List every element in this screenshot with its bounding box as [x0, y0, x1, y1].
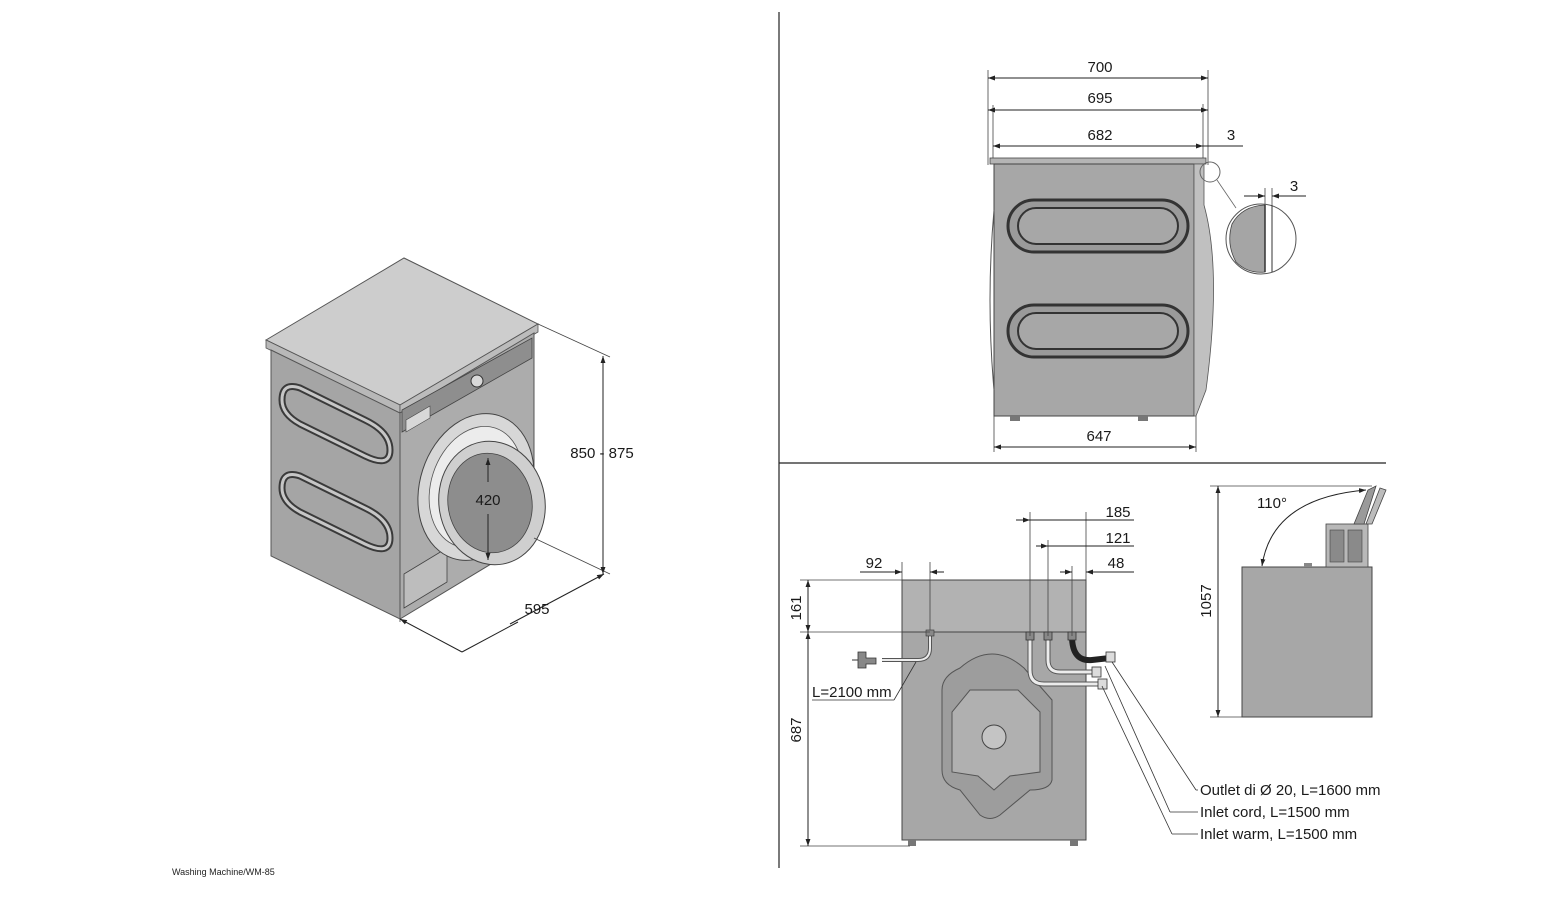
outlet-label: Outlet di Ø 20, L=1600 mm: [1200, 782, 1381, 799]
cord-length-label: L=2100 mm: [812, 684, 892, 701]
isometric-view: 420 850 - 875 595: [264, 257, 634, 653]
dim-682: 682: [1087, 127, 1112, 144]
dim-695: 695: [1087, 90, 1112, 107]
door-diameter-label: 420: [475, 492, 500, 509]
dim-687: 687: [788, 717, 805, 742]
inlet-cold-label: Inlet cord, L=1500 mm: [1200, 804, 1350, 821]
lid-body: [1241, 566, 1373, 718]
lid-view: 110° 1057: [1198, 485, 1387, 718]
lid-angle-label: 110°: [1257, 495, 1287, 512]
dim-3-detail: 3: [1290, 178, 1298, 195]
drawing-caption: Washing Machine/WM-85: [172, 867, 275, 877]
dim-48: 48: [1108, 555, 1125, 572]
height-label: 850 - 875: [570, 445, 633, 462]
dim-161: 161: [788, 595, 805, 620]
dim-121: 121: [1105, 530, 1130, 547]
rear-view: Outlet di Ø 20, L=1600 mm Inlet cord, L=…: [788, 504, 1381, 847]
dim-185: 185: [1105, 504, 1130, 521]
lid-height-label: 1057: [1198, 584, 1215, 617]
dim-700: 700: [1087, 59, 1112, 76]
depth-label: 595: [524, 601, 549, 618]
dim-3-top: 3: [1227, 127, 1235, 144]
dim-92: 92: [866, 555, 883, 572]
side-view: 700 695 682 3 647 3: [987, 59, 1306, 452]
inlet-warm-label: Inlet warm, L=1500 mm: [1200, 826, 1357, 843]
dim-647: 647: [1086, 428, 1111, 445]
